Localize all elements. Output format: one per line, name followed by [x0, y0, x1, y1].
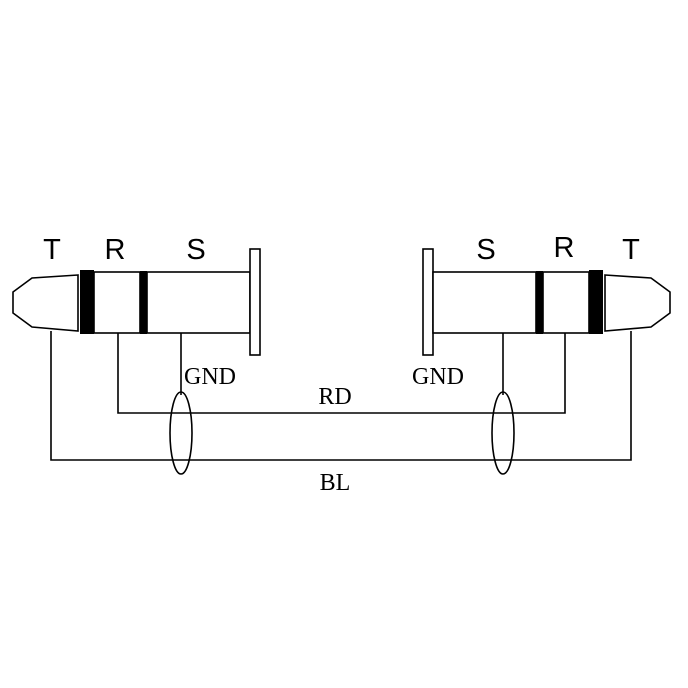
left-plug-sleeve — [146, 271, 251, 334]
left-shield-ellipse — [169, 391, 193, 475]
red-wire — [117, 333, 566, 414]
red-wire-label: RD — [318, 384, 351, 410]
right-plug-ring-insulator — [536, 271, 543, 334]
right-ring-label: R — [554, 232, 575, 264]
right-trs-plug — [422, 248, 671, 356]
left-plug-tip — [12, 274, 79, 332]
left-plug-tip-insulator — [80, 270, 94, 334]
labels: T R S GND S R T GND RD BL — [43, 232, 640, 496]
right-plug-sleeve — [432, 271, 537, 334]
right-plug-tip-insulator — [589, 270, 603, 334]
right-tip-label: T — [622, 234, 640, 266]
left-sleeve-label: S — [186, 234, 205, 266]
left-trs-plug — [12, 248, 261, 356]
right-plug-flange — [422, 248, 434, 356]
right-plug-ring — [542, 271, 590, 334]
left-plug-ring — [93, 271, 141, 334]
right-sleeve-label: S — [476, 234, 495, 266]
right-shield-ellipse — [491, 391, 515, 475]
left-ground-label: GND — [184, 364, 236, 390]
left-plug-ring-insulator — [140, 271, 147, 334]
blue-wire — [50, 331, 632, 461]
left-plug-flange — [249, 248, 261, 356]
wiring — [50, 331, 632, 475]
left-tip-label: T — [43, 234, 61, 266]
right-ground-label: GND — [412, 364, 464, 390]
right-plug-tip — [604, 274, 671, 332]
left-ring-label: R — [105, 234, 126, 266]
blue-wire-label: BL — [320, 470, 351, 496]
